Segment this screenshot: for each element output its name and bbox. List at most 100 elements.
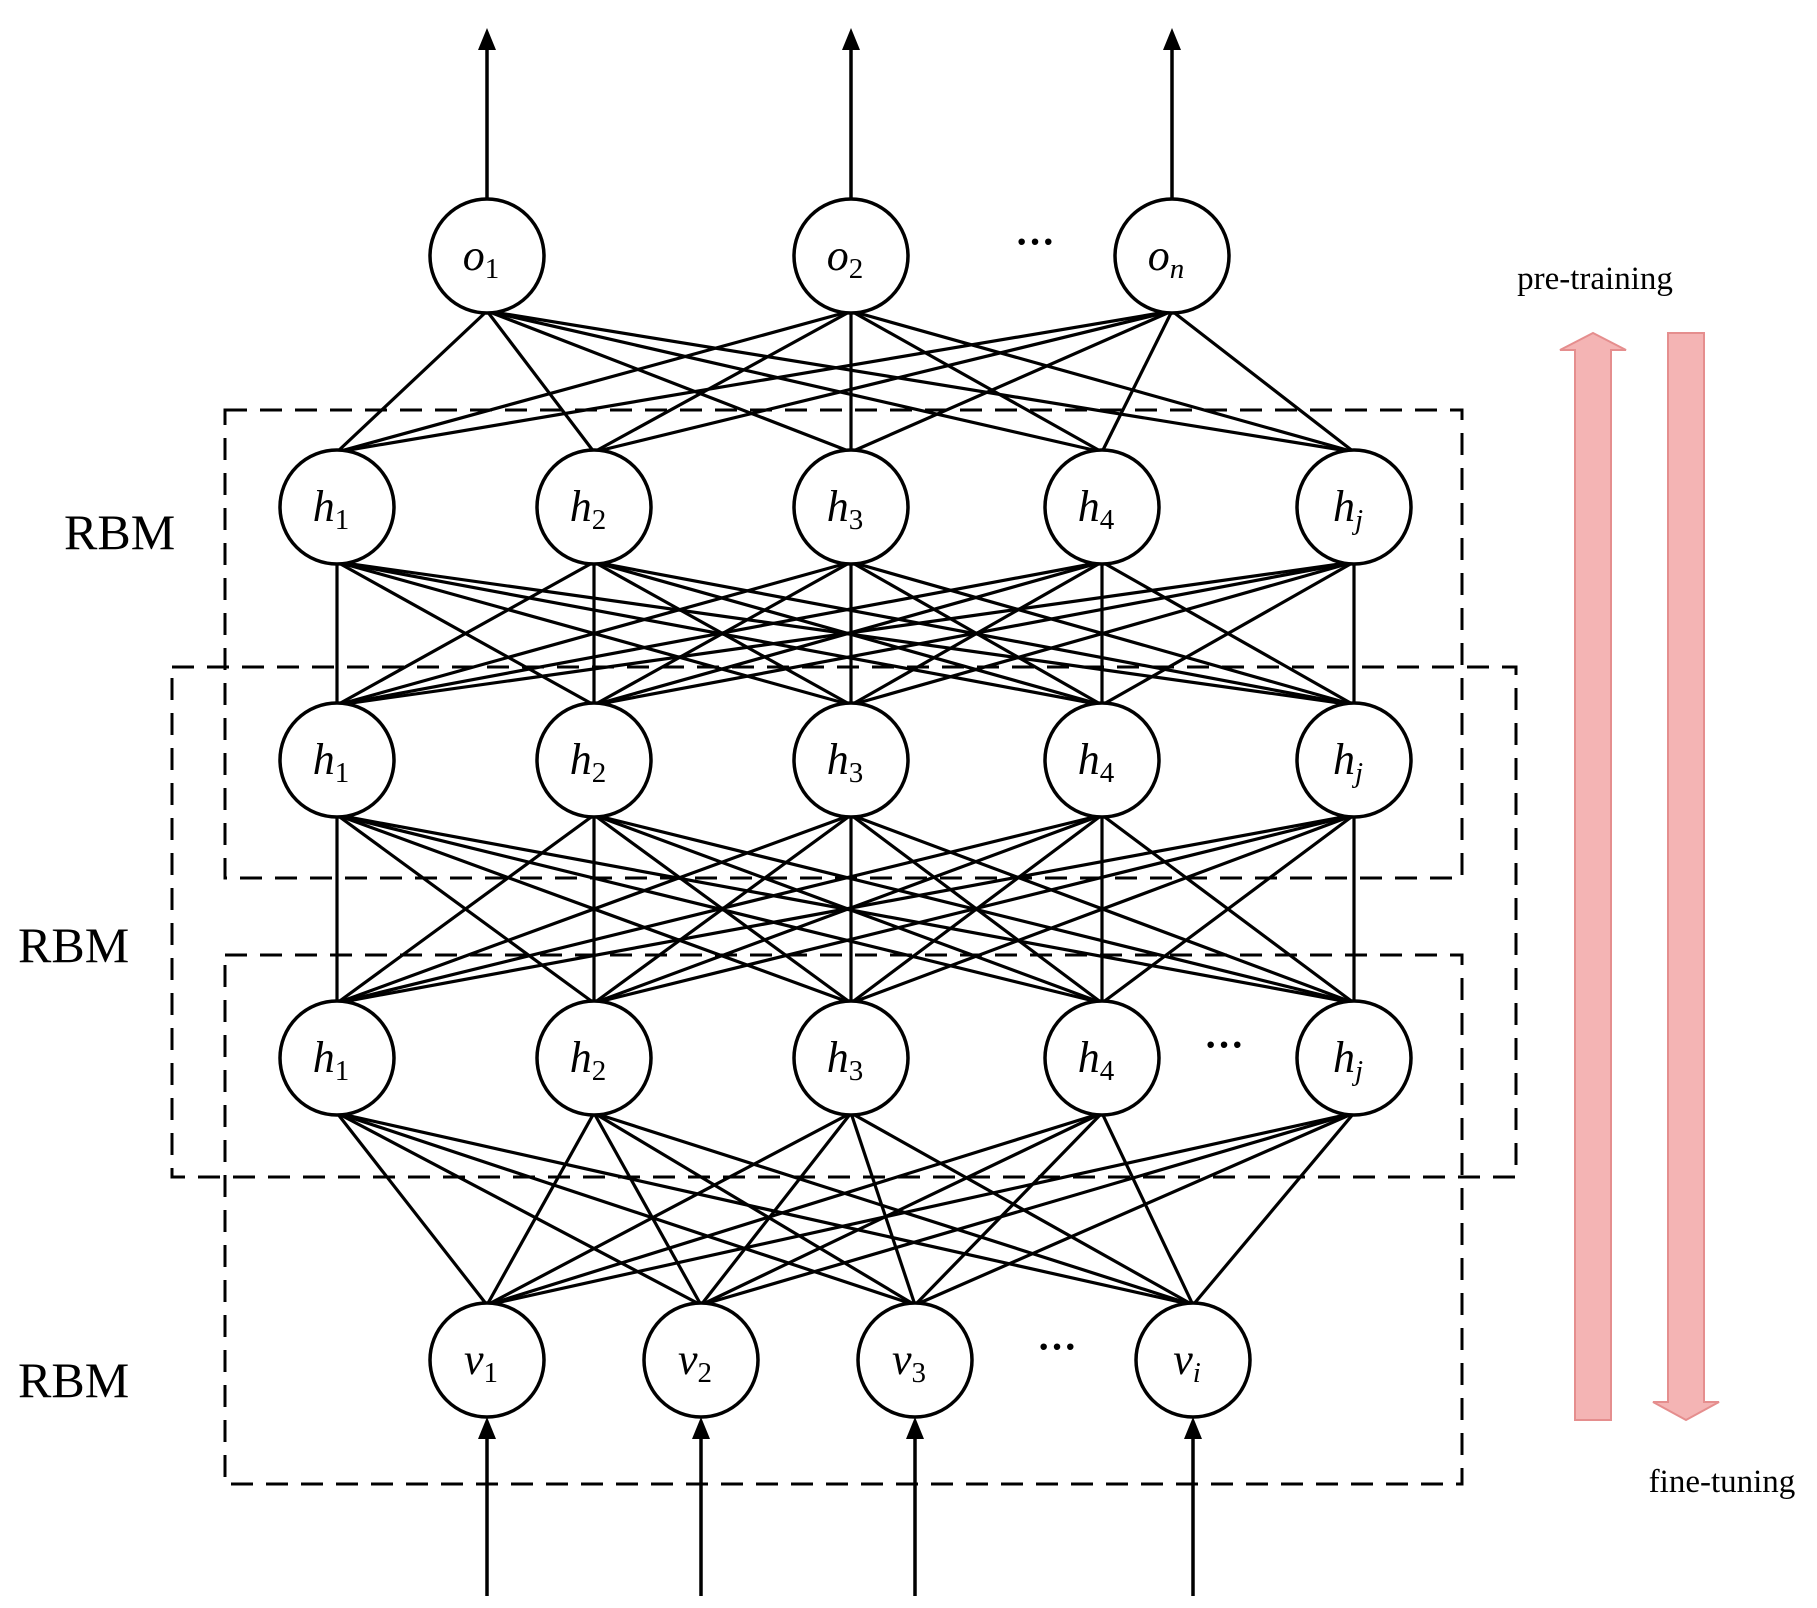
node-circle [278, 999, 396, 1117]
node-hidden-bottom-4: h4 [1043, 999, 1161, 1117]
edge-hidden-visible [485, 1112, 596, 1306]
node-label-base: v [678, 1335, 698, 1384]
edge-hidden-hidden [593, 560, 1355, 707]
node-label-subscript: 3 [849, 504, 864, 536]
node-hidden-bottom-1: h1 [278, 999, 396, 1117]
edge-output-hidden [850, 309, 1103, 454]
edge-hidden-hidden [1101, 560, 1355, 707]
node-visible-2: v2 [642, 1301, 760, 1419]
rbm-label-bottom: RBM [18, 1352, 129, 1408]
edge-output-hidden [335, 309, 489, 454]
node-label-base: h [570, 735, 592, 784]
node-circle [428, 197, 546, 315]
edge-hidden-visible [849, 1112, 917, 1306]
node-hidden-mid-4: h4 [1043, 701, 1161, 819]
edge-hidden-visible [336, 1111, 702, 1307]
edge-hidden-visible [1100, 1112, 1195, 1306]
node-label-subscript: i [1193, 1357, 1201, 1389]
edge-hidden-hidden [850, 813, 1355, 1005]
node-label-base: o [463, 231, 485, 280]
node-hidden-bottom-5: hj [1295, 999, 1413, 1117]
node-label-subscript: 4 [1100, 504, 1115, 536]
edge-output-hidden [850, 309, 1173, 454]
node-circle [792, 197, 910, 315]
finetuning-label: fine-tuning [1649, 1464, 1796, 1500]
node-visible-3: v3 [856, 1301, 974, 1419]
node-label-base: v [464, 1335, 484, 1384]
edge-output-hidden [1171, 309, 1355, 454]
rbm-label-top: RBM [64, 504, 175, 560]
node-circle [792, 701, 910, 819]
finetuning-down-arrow [1652, 332, 1720, 1422]
node-circle [1295, 701, 1413, 819]
node-label-base: v [892, 1335, 912, 1384]
edge-hidden-visible [486, 1111, 852, 1307]
node-label: h4 [1078, 735, 1115, 789]
edge-output-hidden [336, 309, 1173, 454]
node-circle [1043, 448, 1161, 566]
edge-hidden-hidden [1101, 813, 1355, 1005]
edge-hidden-visible [593, 1111, 916, 1307]
io-arrows [478, 28, 1202, 1596]
edge-hidden-visible [700, 1111, 1103, 1307]
node-label: hj [1333, 735, 1363, 789]
node-label-base: h [827, 482, 849, 531]
edge-hidden-hidden [336, 560, 852, 707]
node-label: v2 [678, 1335, 712, 1389]
edge-hidden-hidden [336, 560, 595, 707]
node-label-subscript: 3 [912, 1357, 927, 1389]
node-output-3: on [1113, 197, 1231, 315]
node-label-subscript: 4 [1100, 1055, 1115, 1087]
node-label-subscript: 1 [335, 504, 350, 536]
edge-hidden-visible [592, 1112, 703, 1306]
node-hidden-top-1: h1 [278, 448, 396, 566]
node-label-subscript: 3 [849, 1055, 864, 1087]
edge-hidden-visible [914, 1111, 1355, 1307]
node-circle [535, 701, 653, 819]
node-label: h1 [313, 735, 350, 789]
node-label-subscript: 4 [1100, 757, 1115, 789]
node-label-subscript: n [1170, 253, 1185, 285]
output-arrow-1-head [478, 28, 496, 50]
edge-hidden-hidden [336, 560, 1103, 707]
node-label-base: h [1078, 1033, 1100, 1082]
edge-output-hidden [486, 309, 1103, 454]
edge-hidden-hidden [336, 813, 595, 1005]
node-label: h3 [827, 735, 864, 789]
rbm-box-bottom [223, 953, 1464, 1486]
node-hidden-top-3: h3 [792, 448, 910, 566]
output-arrow-2-head [842, 28, 860, 50]
node-label-base: h [1333, 1033, 1355, 1082]
node-label: h2 [570, 735, 607, 789]
node-circle [535, 448, 653, 566]
node-label-subscript: 1 [335, 757, 350, 789]
node-label: h4 [1078, 1033, 1115, 1087]
node-label-base: h [827, 1033, 849, 1082]
node-label: o2 [827, 231, 864, 285]
rbm-label-middle: RBM [18, 917, 129, 973]
edge-output-hidden [485, 310, 596, 453]
node-label: o1 [463, 231, 500, 285]
pretraining-label: pre-training [1517, 261, 1673, 297]
edge-output-hidden [486, 309, 1355, 454]
edge-output-hidden [593, 309, 852, 454]
hidden-ellipsis: ··· [1204, 1022, 1244, 1067]
node-circle [856, 1301, 974, 1419]
node-hidden-top-5: hj [1295, 448, 1413, 566]
node-label-base: h [570, 1033, 592, 1082]
node-label-base: h [1333, 735, 1355, 784]
node-circle [278, 448, 396, 566]
node-output-2: o2 [792, 197, 910, 315]
connection-edges [335, 309, 1356, 1307]
node-label-base: h [1078, 482, 1100, 531]
edge-hidden-hidden [850, 560, 1355, 707]
node-circle [1043, 701, 1161, 819]
rbm-box-top [223, 408, 1464, 880]
node-label-subscript: 2 [698, 1357, 713, 1389]
node-hidden-mid-3: h3 [792, 701, 910, 819]
node-label-subscript: j [1351, 1055, 1363, 1087]
node-hidden-mid-1: h1 [278, 701, 396, 819]
node-label: h2 [570, 482, 607, 536]
edge-hidden-hidden [593, 813, 1355, 1005]
